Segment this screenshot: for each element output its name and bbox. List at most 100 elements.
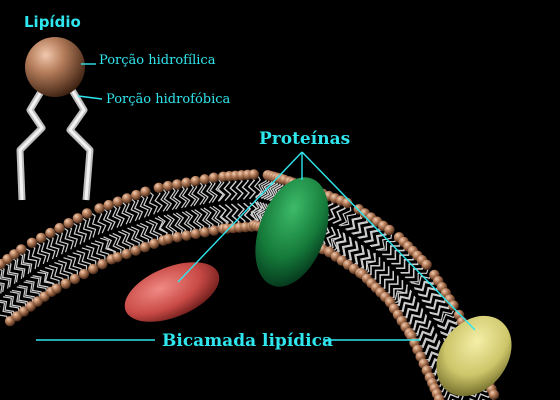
lipid-head	[97, 259, 108, 270]
lipid-head	[488, 389, 500, 400]
lipid-head	[26, 237, 38, 248]
lipid-tail	[163, 214, 174, 239]
lipid-tail	[81, 247, 97, 268]
lipid-tail	[61, 226, 75, 250]
lipid-tail	[0, 284, 3, 294]
lipid-tail	[209, 206, 220, 231]
lipid-tail	[200, 208, 211, 232]
lipid-tail	[482, 397, 496, 400]
lipid-head	[54, 222, 65, 234]
lipid-tail	[0, 268, 10, 289]
lipid-tail	[54, 262, 69, 283]
lipid-head	[199, 174, 210, 185]
lipid-tail	[375, 231, 393, 251]
lipid-tail	[160, 186, 169, 212]
bilayer-label: Bicamada lipídica	[162, 331, 333, 351]
lipid-tail	[147, 190, 159, 215]
lipid-tail	[129, 196, 140, 222]
lipid-head	[63, 218, 74, 229]
lipid-tail	[331, 228, 342, 254]
lipid-tail	[30, 276, 48, 296]
lipid-tail	[9, 256, 24, 279]
lipid-tail	[196, 180, 206, 205]
lipid-head	[172, 232, 183, 243]
lipid-head	[81, 208, 93, 219]
lipid-tail	[43, 236, 56, 260]
lipid-tail	[206, 178, 215, 204]
lipid-tail	[63, 257, 79, 278]
hydrophobic-label: Porção hidrofóbica	[106, 92, 231, 107]
lipid-head	[208, 172, 220, 183]
pointer-lines	[36, 63, 476, 341]
lipid-head	[181, 230, 192, 241]
lipid-head	[121, 248, 132, 260]
protein-green	[255, 177, 329, 287]
lipid-head	[51, 283, 62, 294]
lipid-head	[208, 225, 220, 236]
lipid-head	[121, 193, 133, 204]
lipid-tail	[16, 252, 31, 274]
lipid-tail	[127, 227, 140, 250]
lipid-head	[190, 228, 201, 240]
lipid-head	[72, 213, 84, 224]
lipid-tail	[45, 266, 60, 288]
lipid-head	[448, 300, 459, 311]
lipid-tail	[108, 234, 122, 257]
lipid-head	[78, 268, 90, 280]
lipid-tail	[169, 185, 178, 211]
lipid-tail	[9, 291, 27, 310]
lipid-tail	[181, 211, 193, 236]
lipid-head	[16, 244, 27, 255]
lipid-tail	[391, 284, 408, 305]
lipid-tail	[2, 261, 17, 284]
lipid-head	[112, 252, 123, 263]
lipid-head	[190, 175, 201, 187]
lipid-tail	[409, 266, 430, 283]
lipid-head	[103, 199, 114, 211]
protein-yellow	[436, 315, 512, 397]
lipid-head	[112, 196, 124, 207]
lipid-tail	[90, 242, 106, 263]
lipid-head	[45, 227, 56, 239]
lipid-tail	[433, 307, 456, 321]
lipid-head	[87, 263, 99, 275]
lipid-tail	[23, 281, 41, 300]
proteins-label: Proteínas	[259, 129, 350, 149]
lipid-head	[248, 169, 260, 180]
lipid-tail	[118, 230, 131, 253]
lipid-head	[199, 226, 211, 238]
lipid-tail	[72, 252, 88, 273]
protein-red	[124, 262, 220, 322]
lipid-tail	[187, 181, 197, 207]
lipid-head	[130, 245, 141, 256]
lipid-head	[60, 278, 71, 289]
lipid-tail	[16, 286, 34, 305]
lipid-tail	[215, 176, 224, 202]
lipid-tail	[0, 301, 14, 320]
lipid-head	[181, 177, 192, 188]
lipid-tail	[34, 240, 47, 265]
lipid-tail	[80, 216, 93, 240]
lipid-tail	[145, 220, 159, 243]
lipid-head	[69, 273, 81, 285]
lipid-head	[148, 238, 160, 250]
lipid-head	[434, 393, 445, 400]
lipid-head	[140, 186, 151, 197]
lipid-head	[421, 259, 432, 271]
lipid-tail	[23, 247, 38, 270]
lipid-tail	[172, 213, 183, 237]
lipid-tail	[111, 203, 122, 228]
lipid-head	[131, 189, 142, 201]
lipid-head	[153, 182, 165, 193]
lipid-tail	[71, 221, 84, 245]
lipid-head	[139, 242, 151, 253]
lipid-head	[163, 233, 174, 245]
lipid-head	[384, 224, 395, 236]
lipid-tail	[178, 183, 188, 209]
lipid-title: Lipídio	[24, 13, 81, 31]
lipid-tail	[338, 203, 352, 226]
lipid-tail	[138, 193, 149, 218]
lipid-tail	[101, 207, 113, 232]
lipid-head	[162, 180, 174, 192]
lipid-tail	[0, 282, 5, 293]
